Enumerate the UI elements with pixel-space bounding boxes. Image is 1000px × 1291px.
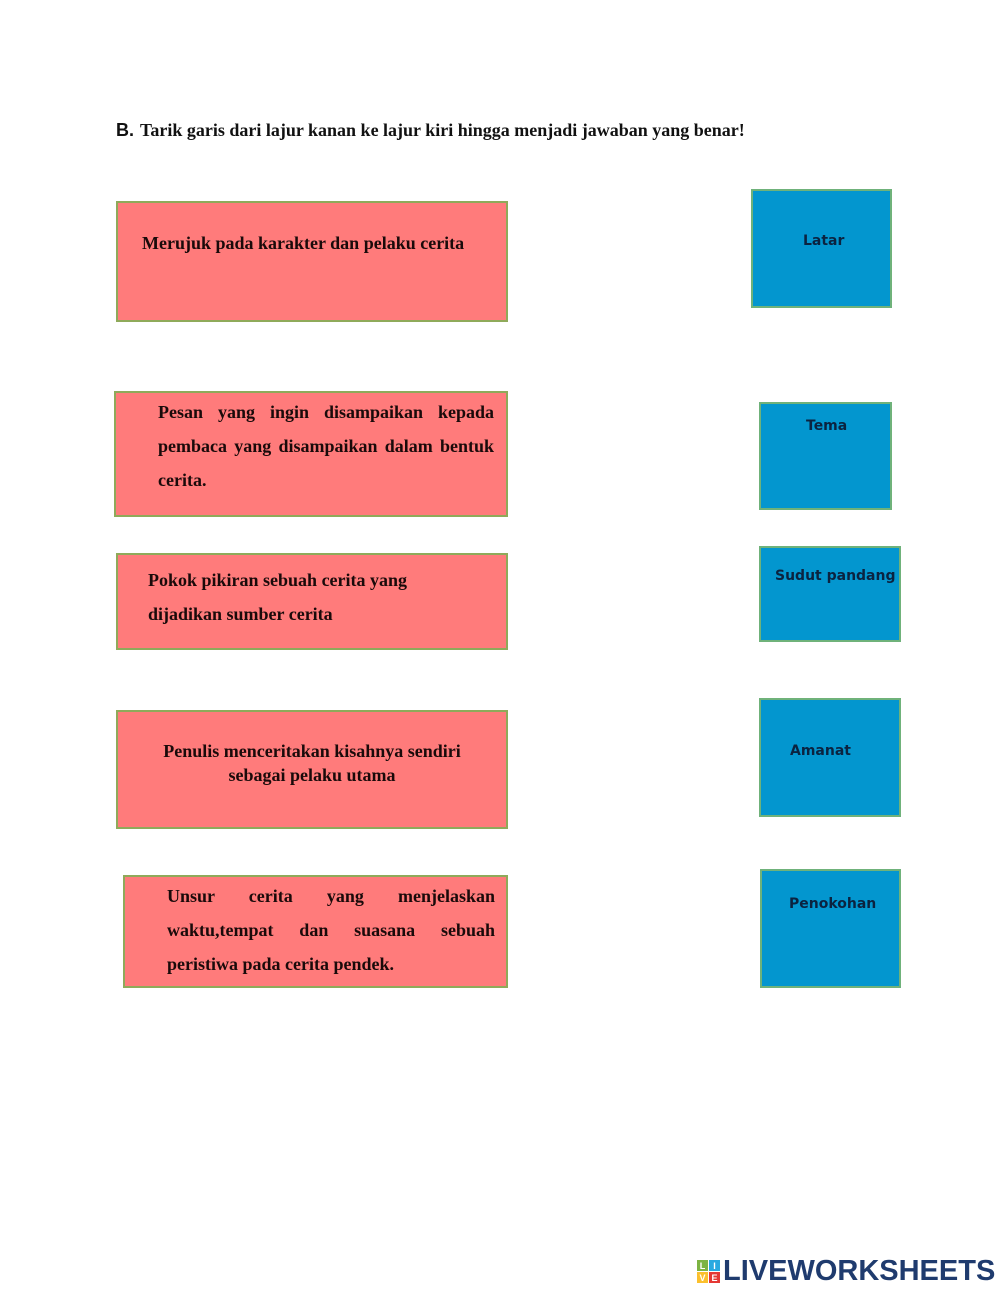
right-item-penokohan[interactable]: Penokohan: [760, 869, 901, 988]
left-item-4[interactable]: Penulis menceritakan kisahnya sendiri se…: [116, 710, 508, 829]
left-item-2[interactable]: Pesan yang ingin disampaikan kepada pemb…: [114, 391, 508, 517]
left-item-5[interactable]: Unsur cerita yang menjelaskan waktu,temp…: [123, 875, 508, 988]
left-item-text: Unsur cerita yang menjelaskan waktu,temp…: [167, 886, 495, 974]
right-item-latar[interactable]: Latar: [751, 189, 892, 308]
left-item-line: Pokok pikiran sebuah cerita yang: [148, 570, 408, 590]
left-item-3[interactable]: Pokok pikiran sebuah cerita yang dijadik…: [116, 553, 508, 650]
left-item-text: Pokok pikiran sebuah cerita yang dijadik…: [148, 563, 407, 631]
right-item-label: Amanat: [790, 743, 851, 759]
right-item-amanat[interactable]: Amanat: [759, 698, 901, 817]
left-item-text: Penulis menceritakan kisahnya sendiri se…: [118, 739, 506, 787]
logo-text: LIVEWORKSHEETS: [723, 1255, 996, 1287]
right-item-sudut-pandang[interactable]: Sudut pandang: [759, 546, 901, 642]
right-item-label: Latar: [803, 233, 845, 249]
right-item-tema[interactable]: Tema: [759, 402, 892, 510]
logo-tile: I: [709, 1260, 720, 1271]
logo-tile: V: [697, 1272, 708, 1283]
left-item-text: Pesan yang ingin disampaikan kepada pemb…: [158, 402, 494, 490]
instruction-text: Tarik garis dari lajur kanan ke lajur ki…: [140, 120, 745, 140]
logo-tile: E: [709, 1272, 720, 1283]
left-item-1[interactable]: Merujuk pada karakter dan pelaku cerita: [116, 201, 508, 322]
instruction: B. Tarik garis dari lajur kanan ke lajur …: [116, 120, 745, 141]
liveworksheets-logo: L I V E LIVEWORKSHEETS: [697, 1255, 995, 1288]
right-item-label: Sudut pandang: [775, 568, 896, 584]
logo-tiles-icon: L I V E: [697, 1260, 720, 1283]
left-item-text: Merujuk pada karakter dan pelaku cerita: [142, 233, 465, 253]
left-item-line: sebagai pelaku utama: [228, 765, 396, 785]
right-item-label: Tema: [806, 418, 848, 434]
logo-tile: L: [697, 1260, 708, 1271]
section-letter: B.: [116, 120, 134, 140]
right-item-label: Penokohan: [789, 896, 877, 912]
left-item-line: dijadikan sumber cerita: [148, 604, 333, 624]
left-item-line: Penulis menceritakan kisahnya sendiri: [163, 741, 461, 761]
